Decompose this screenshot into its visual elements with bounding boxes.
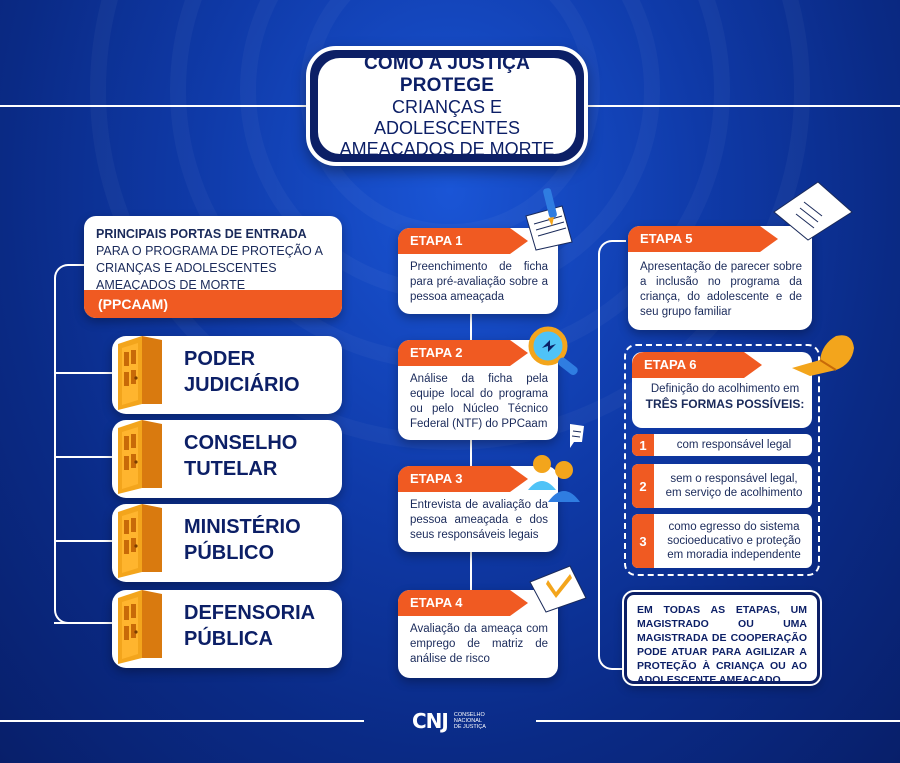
- option-text: sem o responsável legal, em serviço de a…: [665, 473, 803, 499]
- door-icon: [118, 590, 162, 664]
- branch-line: [54, 456, 114, 458]
- header-line-left: [0, 105, 306, 107]
- footer-line-left: [0, 720, 364, 722]
- step-label: ETAPA 6: [632, 352, 762, 378]
- step-text: Avaliação da ameaça com emprego de matri…: [410, 623, 548, 665]
- option-1: 1 com responsável legal: [632, 434, 812, 456]
- logo-line-2: NACIONAL: [453, 718, 482, 724]
- cnj-logo: CNJ CONSELHO NACIONAL DE JUSTIÇA: [412, 706, 502, 736]
- door-label-line-2: JUDICIÁRIO: [184, 374, 300, 396]
- branch-line: [54, 540, 114, 542]
- entry-points-box: PRINCIPAIS PORTAS DE ENTRADA PARA O PROG…: [84, 216, 342, 318]
- cnj-logo-text: CONSELHO NACIONAL DE JUSTIÇA: [454, 712, 486, 730]
- report-document-icon: [773, 181, 853, 241]
- step-label: ETAPA 4: [398, 590, 528, 616]
- branch-line: [54, 622, 114, 624]
- step-text: Entrevista de avaliação da pessoa ameaça…: [410, 499, 548, 541]
- door-icon: [118, 336, 162, 410]
- step-label: ETAPA 3: [398, 466, 528, 492]
- header-line-right: [588, 105, 900, 107]
- door-label-line-2: TUTELAR: [184, 458, 278, 480]
- right-bracket: [598, 240, 626, 670]
- step-6-bold: TRÊS FORMAS POSSÍVEIS:: [645, 397, 805, 411]
- step-card-5: ETAPA 5 Apresentação de parecer sobre a …: [628, 226, 812, 330]
- step-6-text: Definição do acolhimento em: [650, 383, 800, 395]
- branch-line: [54, 372, 114, 374]
- magistrate-note: EM TODAS AS ETAPAS, UM MAGISTRADO OU UMA…: [622, 590, 822, 686]
- title-line-3: AMEAÇADOS DE MORTE: [339, 138, 555, 159]
- door-icon: [118, 504, 162, 578]
- step-text: Análise da ficha pela equipe local do pr…: [410, 373, 548, 430]
- door-label-line-1: CONSELHO: [184, 432, 298, 454]
- pointing-hand-icon: [792, 335, 854, 376]
- ppcaam-label: (PPCAAM): [84, 290, 342, 318]
- step-text: Apresentação de parecer sobre a inclusão…: [640, 261, 802, 318]
- step-card-4: ETAPA 4 Avaliação da ameaça com emprego …: [398, 590, 558, 678]
- option-number: 3: [632, 514, 654, 568]
- checklist-icon: [529, 565, 587, 613]
- step-6-frame: [624, 344, 820, 576]
- door-card-ministerio: MINISTÉRIO PÚBLICO: [112, 504, 342, 582]
- door-label-line-2: PÚBLICA: [184, 628, 273, 650]
- option-2: 2 sem o responsável legal, em serviço de…: [632, 464, 812, 508]
- document-pen-icon: [525, 188, 573, 251]
- title-line-2: CRIANÇAS E ADOLESCENTES: [373, 96, 521, 138]
- option-3: 3 como egresso do sistema socioeducativo…: [632, 514, 812, 568]
- door-label: MINISTÉRIO PÚBLICO: [184, 514, 336, 566]
- door-label-line-1: MINISTÉRIO: [184, 516, 301, 538]
- steps-connector: [470, 300, 472, 620]
- footer-line-right: [536, 720, 900, 722]
- title-line-1: COMO A JUSTIÇA PROTEGE: [363, 52, 531, 96]
- door-card-conselho: CONSELHO TUTELAR: [112, 420, 342, 498]
- logo-line-1: CONSELHO: [453, 712, 485, 718]
- entry-points-text: PRINCIPAIS PORTAS DE ENTRADA PARA O PROG…: [84, 216, 342, 294]
- door-card-judiciario: PODER JUDICIÁRIO: [112, 336, 342, 414]
- step-card-1: ETAPA 1 Preenchimento de ficha para pré-…: [398, 228, 558, 314]
- magnifier-icon: [528, 326, 578, 376]
- door-icon: [118, 420, 162, 494]
- option-number: 2: [632, 464, 654, 508]
- title-inner: COMO A JUSTIÇA PROTEGE CRIANÇAS E ADOLES…: [318, 53, 576, 159]
- title-box: COMO A JUSTIÇA PROTEGE CRIANÇAS E ADOLES…: [306, 46, 588, 166]
- option-text: com responsável legal: [676, 439, 792, 451]
- door-label-line-1: DEFENSORIA: [184, 602, 316, 624]
- step-text: Definição do acolhimento em TRÊS FORMAS …: [644, 382, 806, 412]
- door-label-line-1: PODER: [184, 348, 256, 370]
- cnj-logo-mark: CNJ: [412, 709, 449, 733]
- option-number: 1: [632, 434, 654, 456]
- door-label: PODER JUDICIÁRIO: [184, 346, 336, 398]
- entry-points-rest: PARA O PROGRAMA DE PROTEÇÃO A CRIANÇAS E…: [96, 244, 323, 292]
- step-card-6: ETAPA 6 Definição do acolhimento em TRÊS…: [632, 352, 812, 428]
- people-chat-icon: [528, 424, 584, 502]
- step-card-2: ETAPA 2 Análise da ficha pela equipe loc…: [398, 340, 558, 440]
- entry-points-bold: PRINCIPAIS PORTAS DE ENTRADA: [96, 227, 307, 241]
- door-card-defensoria: DEFENSORIA PÚBLICA: [112, 590, 342, 668]
- left-bracket: [54, 264, 86, 624]
- step-label: ETAPA 5: [628, 226, 778, 252]
- door-label-line-2: PÚBLICO: [184, 542, 274, 564]
- door-label: DEFENSORIA PÚBLICA: [184, 600, 336, 652]
- logo-line-3: DE JUSTIÇA: [453, 724, 486, 730]
- step-label: ETAPA 2: [398, 340, 528, 366]
- step-card-3: ETAPA 3 Entrevista de avaliação da pesso…: [398, 466, 558, 552]
- door-label: CONSELHO TUTELAR: [184, 430, 336, 482]
- step-text: Preenchimento de ficha para pré-avaliaçã…: [410, 261, 548, 303]
- option-text: como egresso do sistema socioeducativo e…: [667, 521, 801, 561]
- step-label: ETAPA 1: [398, 228, 528, 254]
